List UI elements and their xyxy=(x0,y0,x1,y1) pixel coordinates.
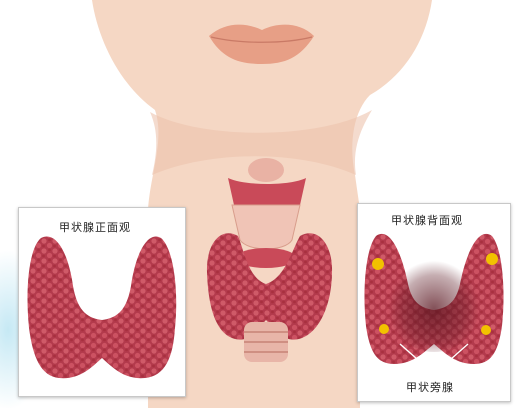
thyroid-front-view xyxy=(19,208,185,396)
parathyroid-gland xyxy=(481,325,491,335)
back-view-label: 甲状腺背面观 xyxy=(391,212,463,228)
parathyroid-label: 甲状旁腺 xyxy=(406,379,454,395)
thyroid-back-view xyxy=(358,204,510,401)
front-view-panel: 甲状腺正面观 xyxy=(18,207,186,397)
parathyroid-gland xyxy=(486,253,498,265)
front-view-label: 甲状腺正面观 xyxy=(59,219,131,235)
hyoid-bone xyxy=(248,158,284,182)
parathyroid-gland xyxy=(372,258,384,270)
trachea xyxy=(244,322,288,362)
parathyroid-gland xyxy=(379,324,389,334)
back-view-panel: 甲状腺背面观 甲状旁腺 xyxy=(357,203,511,402)
cartilage-shield xyxy=(232,205,300,249)
